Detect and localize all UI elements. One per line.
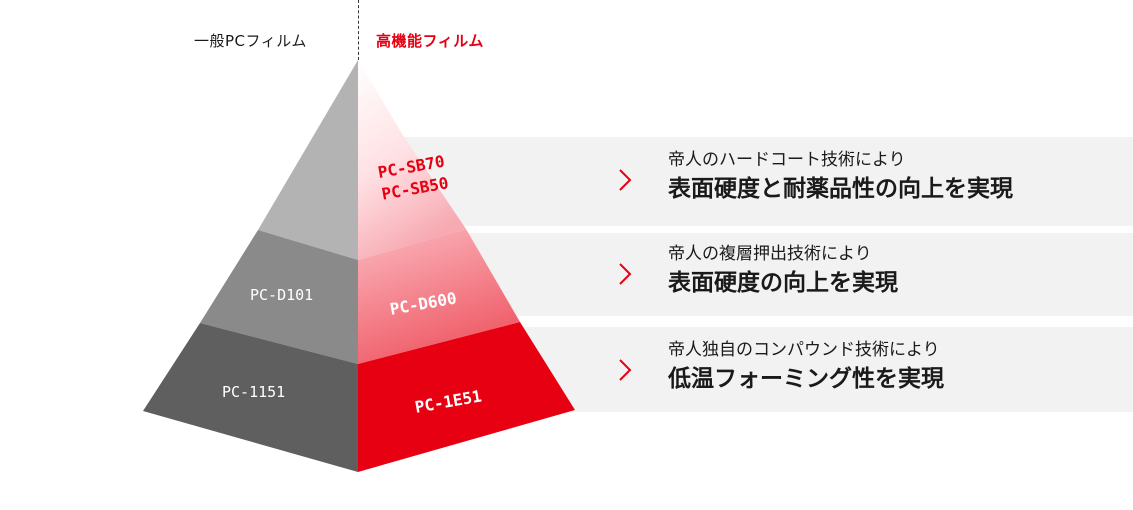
feature-panel-hardcoat xyxy=(403,137,1133,226)
feature-main: 表面硬度の向上を実現 xyxy=(668,270,898,296)
chevron-right-icon xyxy=(619,169,632,191)
chevron-right-icon xyxy=(619,263,632,285)
general-pc-film-label: 一般PCフィルム xyxy=(194,32,307,50)
high-performance-film-label: 高機能フィルム xyxy=(376,32,484,50)
feature-sub: 帝人独自のコンパウンド技術により xyxy=(668,340,940,360)
gray-tier-middle xyxy=(200,230,358,364)
feature-text-hardcoat: 帝人のハードコート技術により 表面硬度と耐薬品性の向上を実現 xyxy=(668,148,1013,206)
feature-sub: 帝人のハードコート技術により xyxy=(668,150,906,170)
red-tier-bottom xyxy=(358,322,575,472)
feature-main: 表面硬度と耐薬品性の向上を実現 xyxy=(668,176,1013,202)
feature-text-compound: 帝人独自のコンパウンド技術により 低温フォーミング性を実現 xyxy=(668,338,944,396)
center-dashed-line xyxy=(358,0,359,60)
feature-panel-multilayer xyxy=(403,233,1133,316)
label-pc-1151: PC-1151 xyxy=(222,383,286,401)
feature-sub: 帝人の複層押出技術により xyxy=(668,244,872,264)
chevron-right-icon xyxy=(619,359,632,381)
feature-main: 低温フォーミング性を実現 xyxy=(668,366,944,392)
label-pc-d101: PC-D101 xyxy=(250,286,314,304)
gray-tier-top xyxy=(258,60,358,260)
gray-tier-bottom xyxy=(143,323,358,472)
feature-text-multilayer: 帝人の複層押出技術により 表面硬度の向上を実現 xyxy=(668,242,898,300)
red-tier-top xyxy=(358,60,466,260)
red-tier-middle xyxy=(358,229,520,364)
